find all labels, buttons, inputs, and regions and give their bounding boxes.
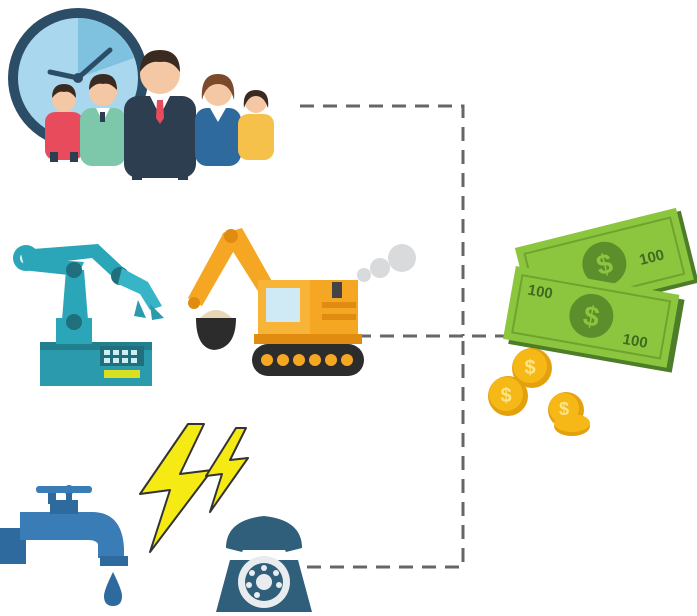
coin-icon: $ [488, 376, 528, 416]
people-group-icon [45, 50, 274, 180]
excavator-icon [188, 228, 416, 376]
person-icon [124, 50, 196, 180]
person-icon [80, 74, 126, 166]
bill-denomination: 100 [621, 331, 649, 352]
connector-utilities [307, 336, 465, 569]
connector-lines [300, 104, 508, 569]
person-icon [238, 90, 274, 160]
smoke-icon [357, 244, 416, 282]
bill-denomination: 100 [526, 282, 554, 303]
coins-group: $ $ $ [488, 348, 590, 436]
coin-symbol: $ [559, 399, 569, 419]
bill-symbol: $ [581, 300, 602, 333]
coin-icon: $ [512, 348, 552, 388]
water-tap-icon [0, 485, 128, 606]
telephone-icon [216, 516, 312, 612]
connector-labor [300, 104, 465, 336]
banknote-icon: $ 100 100 [503, 265, 685, 373]
person-icon [45, 84, 83, 162]
coin-symbol: $ [500, 385, 511, 407]
coin-icon [554, 414, 590, 436]
coin-symbol: $ [524, 357, 535, 379]
robot-arm-icon [13, 244, 164, 386]
lightning-icon [139, 423, 249, 553]
bill-denomination: 100 [638, 246, 666, 269]
person-icon [195, 74, 241, 166]
